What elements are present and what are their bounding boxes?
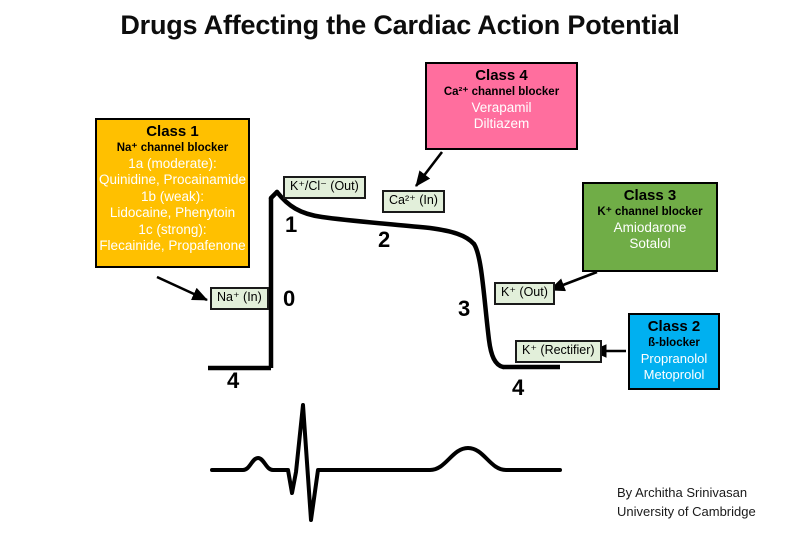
class-2-drug-line: Propranolol	[640, 350, 708, 366]
class-1-mechanism: Na⁺ channel blocker	[116, 141, 229, 154]
class-2-title: Class 2	[647, 318, 701, 335]
phase-label-1: 1	[285, 212, 298, 237]
class-1-drug-line: 1b (weak):	[140, 188, 205, 204]
ion-label-na-in[interactable]: Na⁺ (In)	[210, 287, 269, 310]
class-1-drug-line: Quinidine, Procainamide	[98, 172, 247, 188]
class-1-drug-line: Lidocaine, Phenytoin	[109, 205, 236, 221]
class-1-box[interactable]: Class 1 Na⁺ channel blocker 1a (moderate…	[95, 118, 250, 268]
attribution: By Architha Srinivasan University of Cam…	[617, 484, 756, 522]
ion-label-kcl-out[interactable]: K⁺/Cl⁻ (Out)	[283, 176, 366, 199]
phase-label-2: 2	[378, 227, 391, 252]
class-3-box[interactable]: Class 3 K⁺ channel blocker Amiodarone So…	[582, 182, 718, 272]
phase-label-0: 0	[283, 286, 296, 311]
class-4-drug-line: Diltiazem	[473, 116, 530, 132]
phase-label-4-left: 4	[227, 368, 240, 393]
class-1-drug-line: 1a (moderate):	[128, 155, 217, 171]
class-4-box[interactable]: Class 4 Ca²⁺ channel blocker Verapamil D…	[425, 62, 578, 150]
page-title: Drugs Affecting the Cardiac Action Poten…	[120, 10, 680, 40]
class-2-mechanism: ß-blocker	[648, 336, 700, 349]
ion-label-k-rectifier[interactable]: K⁺ (Rectifier)	[515, 340, 602, 363]
ion-label-ca-in[interactable]: Ca²⁺ (In)	[382, 190, 445, 213]
class-1-drug-line: 1c (strong):	[138, 221, 207, 237]
class-3-mechanism: K⁺ channel blocker	[597, 205, 703, 218]
arrow-class4-to-ca	[414, 151, 444, 187]
phase-label-3: 3	[458, 296, 471, 321]
class-4-drug-line: Verapamil	[471, 99, 532, 115]
arrow-class1-to-na	[156, 275, 208, 302]
class-4-title: Class 4	[475, 67, 528, 84]
ecg-trace	[210, 403, 562, 522]
class-1-title: Class 1	[146, 123, 199, 140]
class-2-drug-line: Metoprolol	[643, 366, 705, 382]
class-1-drug-line: Flecainide, Propafenone	[99, 238, 246, 254]
attribution-affiliation: University of Cambridge	[617, 503, 756, 519]
arrow-class3-to-k-out	[549, 270, 598, 292]
ion-label-k-out[interactable]: K⁺ (Out)	[494, 282, 555, 305]
class-3-drug-line: Sotalol	[629, 236, 671, 252]
attribution-author: By Architha Srinivasan	[617, 485, 748, 500]
class-4-mechanism: Ca²⁺ channel blocker	[443, 85, 560, 98]
class-3-title: Class 3	[623, 187, 677, 204]
class-2-box[interactable]: Class 2 ß-blocker Propranolol Metoprolol	[628, 313, 720, 390]
class-3-drug-line: Amiodarone	[613, 219, 687, 235]
phase-label-4-right: 4	[512, 375, 525, 400]
action-potential-curve	[208, 189, 560, 371]
